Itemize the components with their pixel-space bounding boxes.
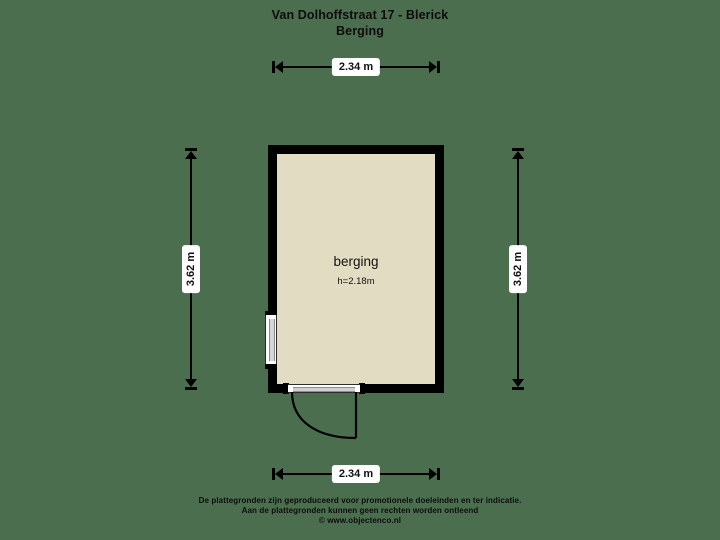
room-name-label: berging bbox=[333, 254, 379, 269]
door-panel bbox=[293, 387, 355, 392]
dimension-left-arrow-top-icon bbox=[185, 151, 197, 159]
door-swing-arc-icon bbox=[290, 392, 358, 440]
dimension-bottom-tick-right bbox=[437, 468, 440, 480]
dimension-top-tick-right bbox=[437, 61, 440, 73]
footer-line-2: Aan de plattegronden kunnen geen rechten… bbox=[241, 506, 479, 515]
room-height-label: h=2.18m bbox=[337, 276, 375, 287]
footer-line-1: De plattegronden zijn geproduceerd voor … bbox=[198, 496, 522, 505]
window-left-wall bbox=[265, 311, 277, 369]
footer-disclaimer: De plattegronden zijn geproduceerd voor … bbox=[0, 496, 720, 526]
door-bottom-wall bbox=[283, 383, 365, 442]
window-pane bbox=[269, 319, 275, 361]
dimension-bottom-label: 2.34 m bbox=[331, 465, 381, 483]
title-floor: Berging bbox=[336, 24, 384, 38]
dimension-left-arrow-bottom-icon bbox=[185, 379, 197, 387]
footer-line-3: © www.objectenco.nl bbox=[318, 516, 402, 525]
dimension-bottom-tick-left bbox=[272, 468, 275, 480]
dimension-left: 3.62 m bbox=[181, 148, 201, 390]
door-jamb-right bbox=[359, 383, 365, 394]
dimension-right-arrow-bottom-icon bbox=[512, 379, 524, 387]
dimension-right-tick-bottom bbox=[512, 387, 524, 390]
dimension-left-tick-top bbox=[185, 148, 197, 151]
window-cap-top bbox=[265, 311, 277, 316]
dimension-left-tick-bottom bbox=[185, 387, 197, 390]
dimension-top-arrow-left-icon bbox=[275, 61, 283, 73]
room-berging: berging h=2.18m bbox=[265, 145, 444, 440]
window-cap-bottom bbox=[265, 364, 277, 369]
dimension-bottom: 2.34 m bbox=[272, 464, 440, 484]
page-title: Van Dolhoffstraat 17 - Blerick Berging bbox=[0, 7, 720, 39]
dimension-right-label: 3.62 m bbox=[509, 244, 527, 294]
dimension-bottom-arrow-right-icon bbox=[429, 468, 437, 480]
dimension-right: 3.62 m bbox=[508, 148, 528, 390]
door-threshold bbox=[288, 384, 360, 393]
dimension-top: 2.34 m bbox=[272, 57, 440, 77]
dimension-top-label: 2.34 m bbox=[331, 58, 381, 76]
dimension-right-tick-top bbox=[512, 148, 524, 151]
door-jamb-left bbox=[283, 383, 289, 394]
dimension-top-arrow-right-icon bbox=[429, 61, 437, 73]
dimension-right-arrow-top-icon bbox=[512, 151, 524, 159]
room-floor-area bbox=[277, 154, 435, 384]
dimension-bottom-arrow-left-icon bbox=[275, 468, 283, 480]
title-address: Van Dolhoffstraat 17 - Blerick bbox=[271, 8, 449, 22]
window-frame bbox=[265, 315, 277, 365]
dimension-top-tick-left bbox=[272, 61, 275, 73]
dimension-left-label: 3.62 m bbox=[182, 244, 200, 294]
